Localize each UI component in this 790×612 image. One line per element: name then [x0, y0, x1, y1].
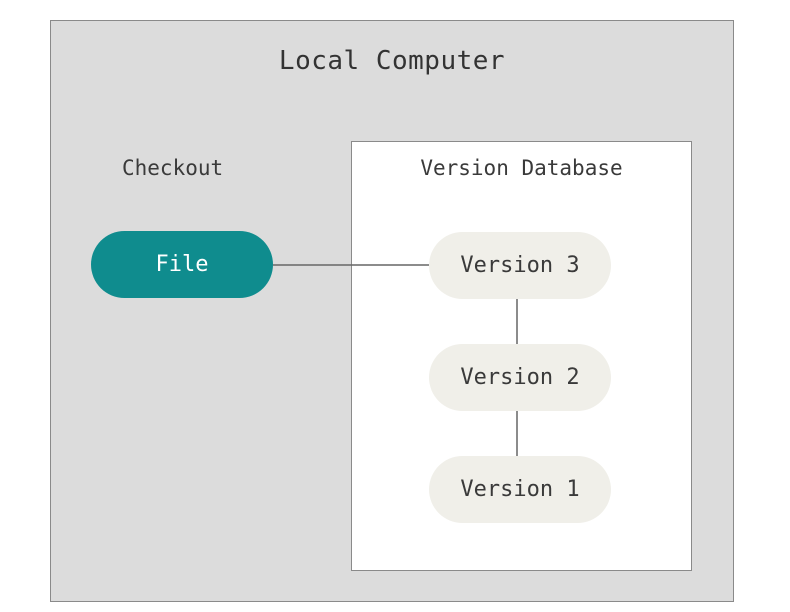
file-node-label: File [155, 252, 209, 277]
local-computer-title: Local Computer [278, 46, 506, 76]
version-1-node: Version 1 [429, 456, 611, 523]
version-3-node: Version 3 [429, 232, 611, 299]
version-3-label: Version 3 [460, 253, 580, 278]
version-2-node: Version 2 [429, 344, 611, 411]
version-1-label: Version 1 [460, 477, 580, 502]
checkout-label: Checkout [122, 156, 224, 180]
file-node: File [91, 231, 273, 298]
version-database-title: Version Database [420, 156, 623, 180]
version-2-label: Version 2 [460, 365, 580, 390]
